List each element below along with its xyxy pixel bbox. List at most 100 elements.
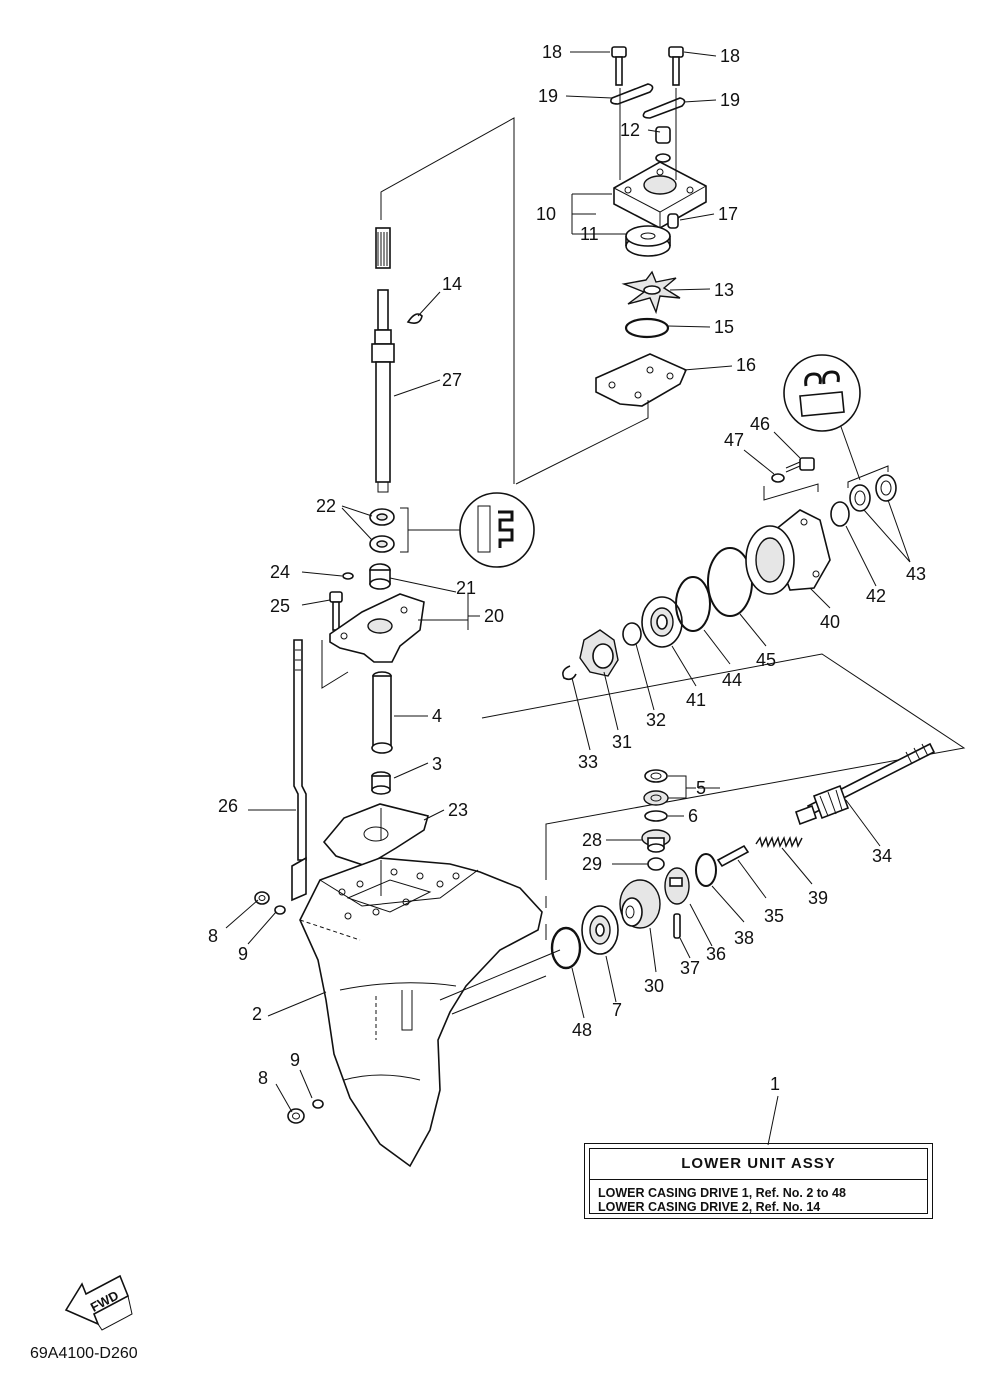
callout-numbers: 1 2 3 4 5 6 7 8 8 9 9 10 11 12 13 14 15 … [208, 42, 926, 1094]
shim-32 [622, 622, 642, 646]
callout-36: 36 [706, 944, 726, 964]
callout-26: 26 [218, 796, 238, 816]
nut-29 [647, 857, 665, 871]
assembly-reference-inner: LOWER UNIT ASSY LOWER CASING DRIVE 1, Re… [589, 1148, 928, 1214]
callout-39: 39 [808, 888, 828, 908]
assembly-reference-box: LOWER UNIT ASSY LOWER CASING DRIVE 1, Re… [584, 1143, 933, 1219]
spring-39 [755, 835, 803, 849]
callout-35: 35 [764, 906, 784, 926]
ring-38 [695, 853, 717, 887]
callout-21: 21 [456, 578, 476, 598]
callout-24: 24 [270, 562, 290, 582]
diagram-code: 69A4100-D260 [30, 1345, 138, 1362]
grease-symbol-icon [783, 354, 861, 432]
seal-21 [369, 563, 391, 590]
callout-13: 13 [714, 280, 734, 300]
cross-pin-37 [673, 913, 681, 939]
drive-shaft-27 [371, 227, 395, 493]
callout-34: 34 [872, 846, 892, 866]
callout-18-right: 18 [720, 46, 740, 66]
callout-8-lower: 8 [258, 1068, 268, 1088]
oil-seal-43 [849, 474, 897, 512]
assembly-line-1: LOWER CASING DRIVE 1, Ref. No. 2 to 48 [598, 1186, 846, 1200]
callout-2: 2 [252, 1004, 262, 1024]
shim-6 [644, 810, 668, 822]
callout-19-left: 19 [538, 86, 558, 106]
gasket-23 [322, 803, 429, 867]
housing-20 [329, 593, 425, 663]
circlip-33 [562, 665, 577, 681]
bearing-housing-40 [745, 509, 831, 595]
callout-19-right: 19 [720, 90, 740, 110]
grommet-12 [655, 126, 671, 163]
bolt-46 [785, 457, 815, 473]
callout-29: 29 [582, 854, 602, 874]
callout-9-upper: 9 [238, 944, 248, 964]
callout-37: 37 [680, 958, 700, 978]
bearing-22-upper [369, 508, 395, 526]
insert-cartridge-11 [625, 225, 671, 257]
o-ring-44 [675, 576, 711, 632]
callout-1: 1 [770, 1074, 780, 1094]
callout-23: 23 [448, 800, 468, 820]
propeller-shaft-34 [794, 742, 936, 826]
callout-17: 17 [718, 204, 738, 224]
shift-plunger-35 [716, 844, 750, 868]
plate-19-right [642, 97, 686, 119]
gear-28 [641, 829, 671, 853]
callout-46: 46 [750, 414, 770, 434]
bearing-7 [581, 905, 619, 955]
seal-42 [830, 501, 850, 527]
assembly-divider [590, 1179, 927, 1180]
propeller-shaft-group [481, 354, 966, 970]
shift-rod-26 [291, 639, 307, 902]
callout-14: 14 [442, 274, 462, 294]
forward-arrow: FWD [64, 1274, 133, 1331]
callout-27: 27 [442, 370, 462, 390]
plate-19-left [610, 83, 654, 105]
impeller-13 [621, 270, 681, 315]
pump-housing-10 [613, 161, 707, 229]
leader-lines [225, 51, 911, 1146]
key-14 [406, 313, 423, 324]
callout-22: 22 [316, 496, 336, 516]
callout-38: 38 [734, 928, 754, 948]
outer-plate-16 [595, 353, 688, 407]
screw-8-lower [287, 1108, 305, 1124]
callout-8-upper: 8 [208, 926, 218, 946]
bolt-18-right [668, 46, 684, 86]
pinion-31 [579, 629, 619, 677]
bolt-18-left [611, 46, 627, 86]
callout-3: 3 [432, 754, 442, 774]
callout-10: 10 [536, 204, 556, 224]
callout-32: 32 [646, 710, 666, 730]
callout-43: 43 [906, 564, 926, 584]
lower-casing-2 [299, 857, 543, 1168]
callout-28: 28 [582, 830, 602, 850]
callout-7: 7 [612, 1000, 622, 1020]
o-ring-24 [342, 572, 354, 580]
callout-5: 5 [696, 778, 706, 798]
water-pump-group [515, 46, 707, 485]
assembly-line-2: LOWER CASING DRIVE 2, Ref. No. 14 [598, 1200, 821, 1214]
callout-33: 33 [578, 752, 598, 772]
callout-41: 41 [686, 690, 706, 710]
callout-48: 48 [572, 1020, 592, 1040]
callout-31: 31 [612, 732, 632, 752]
pin-17 [667, 213, 679, 229]
o-ring-15 [624, 317, 670, 339]
screw-8-upper [254, 891, 270, 905]
callout-30: 30 [644, 976, 664, 996]
callout-11: 11 [580, 224, 599, 244]
callout-18-left: 18 [542, 42, 562, 62]
callout-44: 44 [722, 670, 742, 690]
callout-12: 12 [620, 120, 640, 140]
callout-6: 6 [688, 806, 698, 826]
forward-gear-30 [619, 879, 661, 929]
callout-4: 4 [432, 706, 442, 726]
bearing-22-lower [369, 535, 395, 553]
bolt-25 [329, 591, 343, 631]
callout-47: 47 [724, 430, 744, 450]
bearing-41 [641, 596, 683, 648]
